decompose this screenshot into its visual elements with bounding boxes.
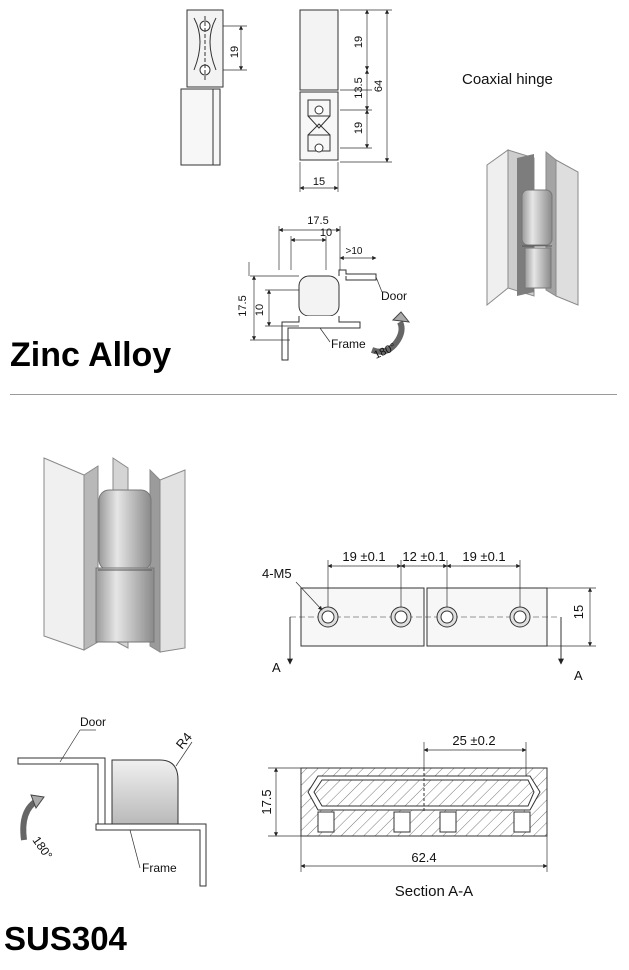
zinc-rotation-label: 180° [372,341,398,361]
sus-thread-label: 4-M5 [262,566,292,581]
sus-section-view [268,742,548,872]
zinc-dim-slot-pitch: 19 [229,46,241,58]
sus-radius-label: R4 [173,730,195,752]
zinc-front-view [180,9,247,166]
sus-dim-pitch-b: 12 ±0.1 [402,549,445,564]
sus-dim-section-pitch: 25 ±0.2 [452,733,495,748]
zinc-dim-overall-height: 64 [373,80,385,92]
sus-dim-section-height: 17.5 [259,789,274,814]
zinc-dim-offset: 10 [320,227,332,239]
sus-dim-pitch-c: 19 ±0.1 [462,549,505,564]
sus-rotation-label: 180° [30,834,56,863]
zinc-dim-side-height: 17.5 [237,295,249,316]
zinc-section-title: Zinc Alloy [10,336,172,374]
zinc-dim-width: 15 [313,176,325,188]
sus-dim-height: 15 [571,605,586,619]
sus-door-label: Door [80,715,106,729]
sus-dim-section-length: 62.4 [411,850,436,865]
zinc-dim-top-pitch: 19 [353,36,365,48]
zinc-side-view [299,9,392,192]
sus-front-view [287,560,596,665]
sus-section-title: SUS304 [4,920,127,957]
zinc-frame-label: Frame [331,337,366,351]
sus-dim-pitch-a: 19 ±0.1 [342,549,385,564]
sus-plan-view [17,729,207,887]
sus-section-caption: Section A-A [395,883,473,900]
zinc-dim-mid-gap: 13.5 [353,77,365,98]
sus-section-marker-right: A [574,668,583,683]
zinc-dim-bottom-pitch: 19 [353,122,365,134]
zinc-door-label: Door [381,289,407,303]
zinc-plan-view [248,226,411,361]
sus-frame-label: Frame [142,861,177,875]
zinc-3d-render [486,149,579,307]
zinc-product-label: Coaxial hinge [462,71,553,88]
zinc-dim-top-width: 17.5 [307,215,328,227]
section-divider [10,394,617,395]
zinc-dim-side-inner: 10 [254,304,266,316]
sus-3d-render [43,457,186,653]
zinc-dim-gap-min: >10 [346,246,363,257]
sus-section-marker-left: A [272,660,281,675]
